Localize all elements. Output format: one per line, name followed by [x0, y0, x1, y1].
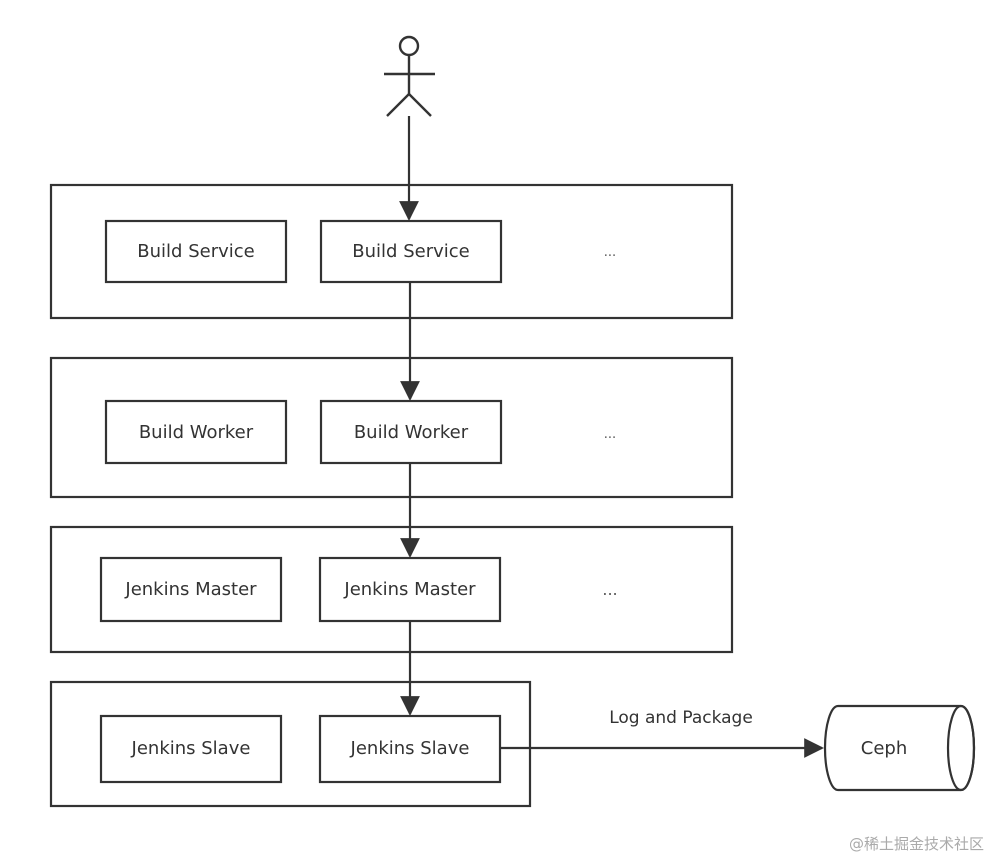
build-service-layer — [49, 183, 734, 320]
build-service-more: ... — [604, 245, 616, 260]
build-service-node-1-label: Build Service — [137, 241, 254, 262]
log-and-package-label: Log and Package — [609, 708, 753, 728]
build-service-node-1 — [104, 219, 288, 284]
build-worker-layer — [49, 356, 734, 499]
jenkins-slave-node-2 — [318, 714, 502, 784]
build-service-node-2-label: Build Service — [352, 241, 469, 262]
build-service-node-2 — [319, 219, 503, 284]
jenkins-slave-layer — [49, 680, 532, 808]
jenkins-master-layer — [49, 525, 734, 654]
jenkins-master-node-1-label: Jenkins Master — [124, 579, 257, 600]
build-worker-node-1-label: Build Worker — [139, 422, 254, 443]
jenkins-slave-node-1-label: Jenkins Slave — [131, 738, 251, 759]
jenkins-master-node-2-label: Jenkins Master — [343, 579, 476, 600]
build-worker-node-1 — [104, 399, 288, 465]
jenkins-master-node-2 — [318, 556, 502, 623]
user-stick-figure-icon — [384, 35, 435, 117]
build-worker-more: ... — [604, 427, 616, 442]
jenkins-master-node-1 — [99, 556, 283, 623]
jenkins-slave-node-2-label: Jenkins Slave — [350, 738, 470, 759]
jenkins-slave-node-1 — [99, 714, 283, 784]
ceph-storage — [823, 704, 976, 792]
jenkins-master-more: ... — [602, 580, 617, 599]
build-worker-node-2-label: Build Worker — [354, 422, 469, 443]
watermark: @稀土掘金技术社区 — [848, 835, 984, 853]
ceph-label: Ceph — [861, 738, 907, 759]
